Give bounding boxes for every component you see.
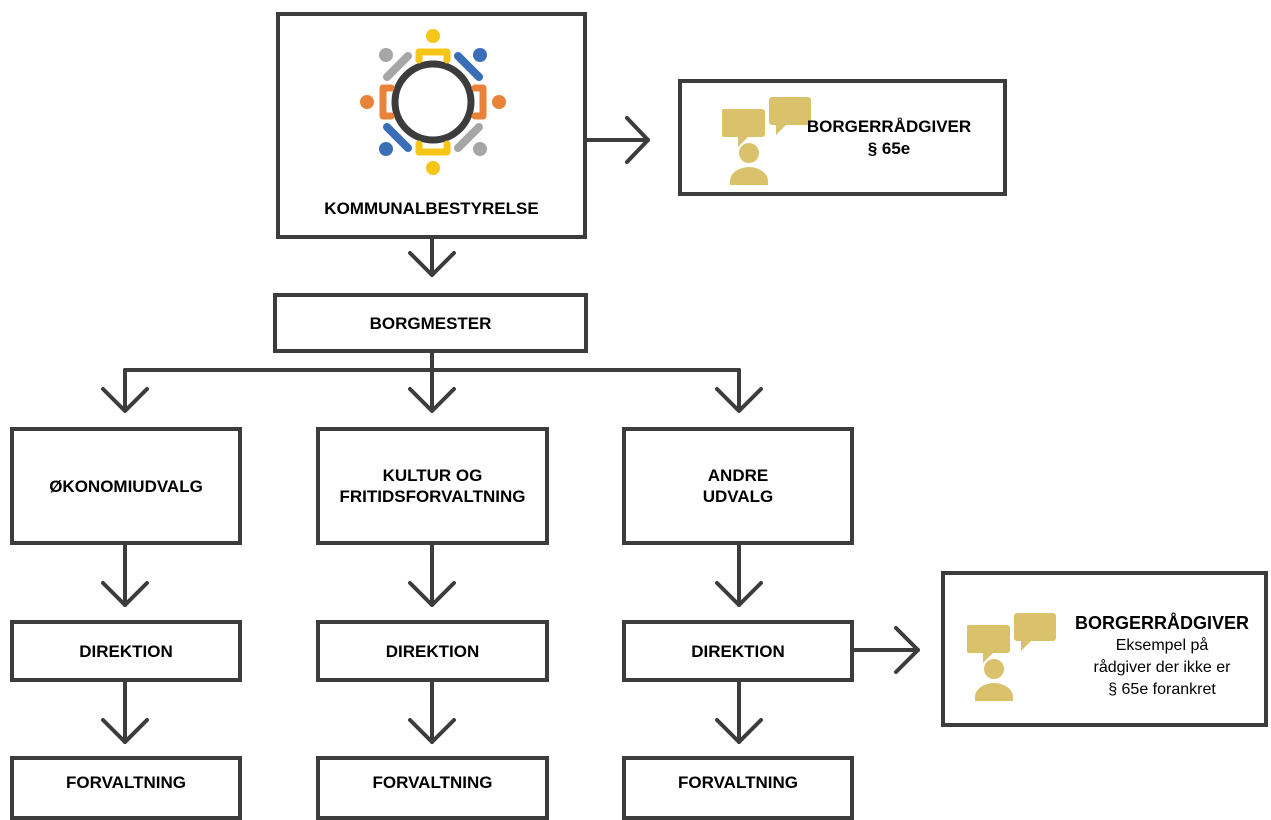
direction-label: DIREKTION	[691, 641, 785, 661]
direction-label: DIREKTION	[79, 641, 173, 661]
admin-box-3: FORVALTNING	[622, 756, 854, 820]
committee-label-line-2: UDVALG	[702, 487, 774, 506]
committee-box-1: ØKONOMIUDVALG	[10, 427, 242, 545]
committee-label-line-2: FRITIDSFORVALTNING	[339, 487, 526, 506]
admin-label: FORVALTNING	[678, 772, 798, 792]
direction-box-3: DIREKTION	[622, 620, 854, 682]
admin-label: FORVALTNING	[372, 772, 493, 792]
speech-bubbles-person-icon	[722, 97, 811, 185]
committee-box-3: ANDRE UDVALG	[622, 427, 854, 545]
advisor-top-title: BORGERRÅDGIVER	[806, 117, 972, 136]
advisor-right-note-1: Eksempel på	[1115, 637, 1209, 654]
committee-label-line-1: KULTUR OG	[382, 466, 483, 485]
committee-label-line-1: ANDRE	[707, 466, 769, 485]
advisor-right-note-2: rådgiver der ikke er	[1093, 659, 1231, 676]
advisor-top-subtitle: § 65e	[867, 139, 911, 158]
admin-box-2: FORVALTNING	[316, 756, 549, 820]
direction-label: DIREKTION	[385, 641, 480, 661]
admin-label: FORVALTNING	[66, 772, 186, 792]
advisor-right-title: BORGERRÅDGIVER	[1074, 613, 1249, 633]
advisor-right-note-3: § 65e forankret	[1108, 681, 1216, 698]
committee-label: ØKONOMIUDVALG	[49, 476, 203, 496]
council-label: KOMMUNALBESTYRELSE	[324, 199, 539, 218]
people-around-table-icon	[360, 29, 506, 175]
direction-box-1: DIREKTION	[10, 620, 242, 682]
speech-bubbles-person-icon	[967, 613, 1056, 701]
admin-box-1: FORVALTNING	[10, 756, 242, 820]
advisor-box-top: BORGERRÅDGIVER § 65e	[678, 79, 1007, 196]
advisor-box-right: BORGERRÅDGIVER Eksempel på rådgiver der …	[941, 571, 1268, 727]
council-box: KOMMUNALBESTYRELSE	[276, 12, 587, 239]
mayor-label: BORGMESTER	[369, 313, 492, 333]
direction-box-2: DIREKTION	[316, 620, 549, 682]
mayor-box: BORGMESTER	[273, 293, 588, 353]
committee-box-2: KULTUR OG FRITIDSFORVALTNING	[316, 427, 549, 545]
